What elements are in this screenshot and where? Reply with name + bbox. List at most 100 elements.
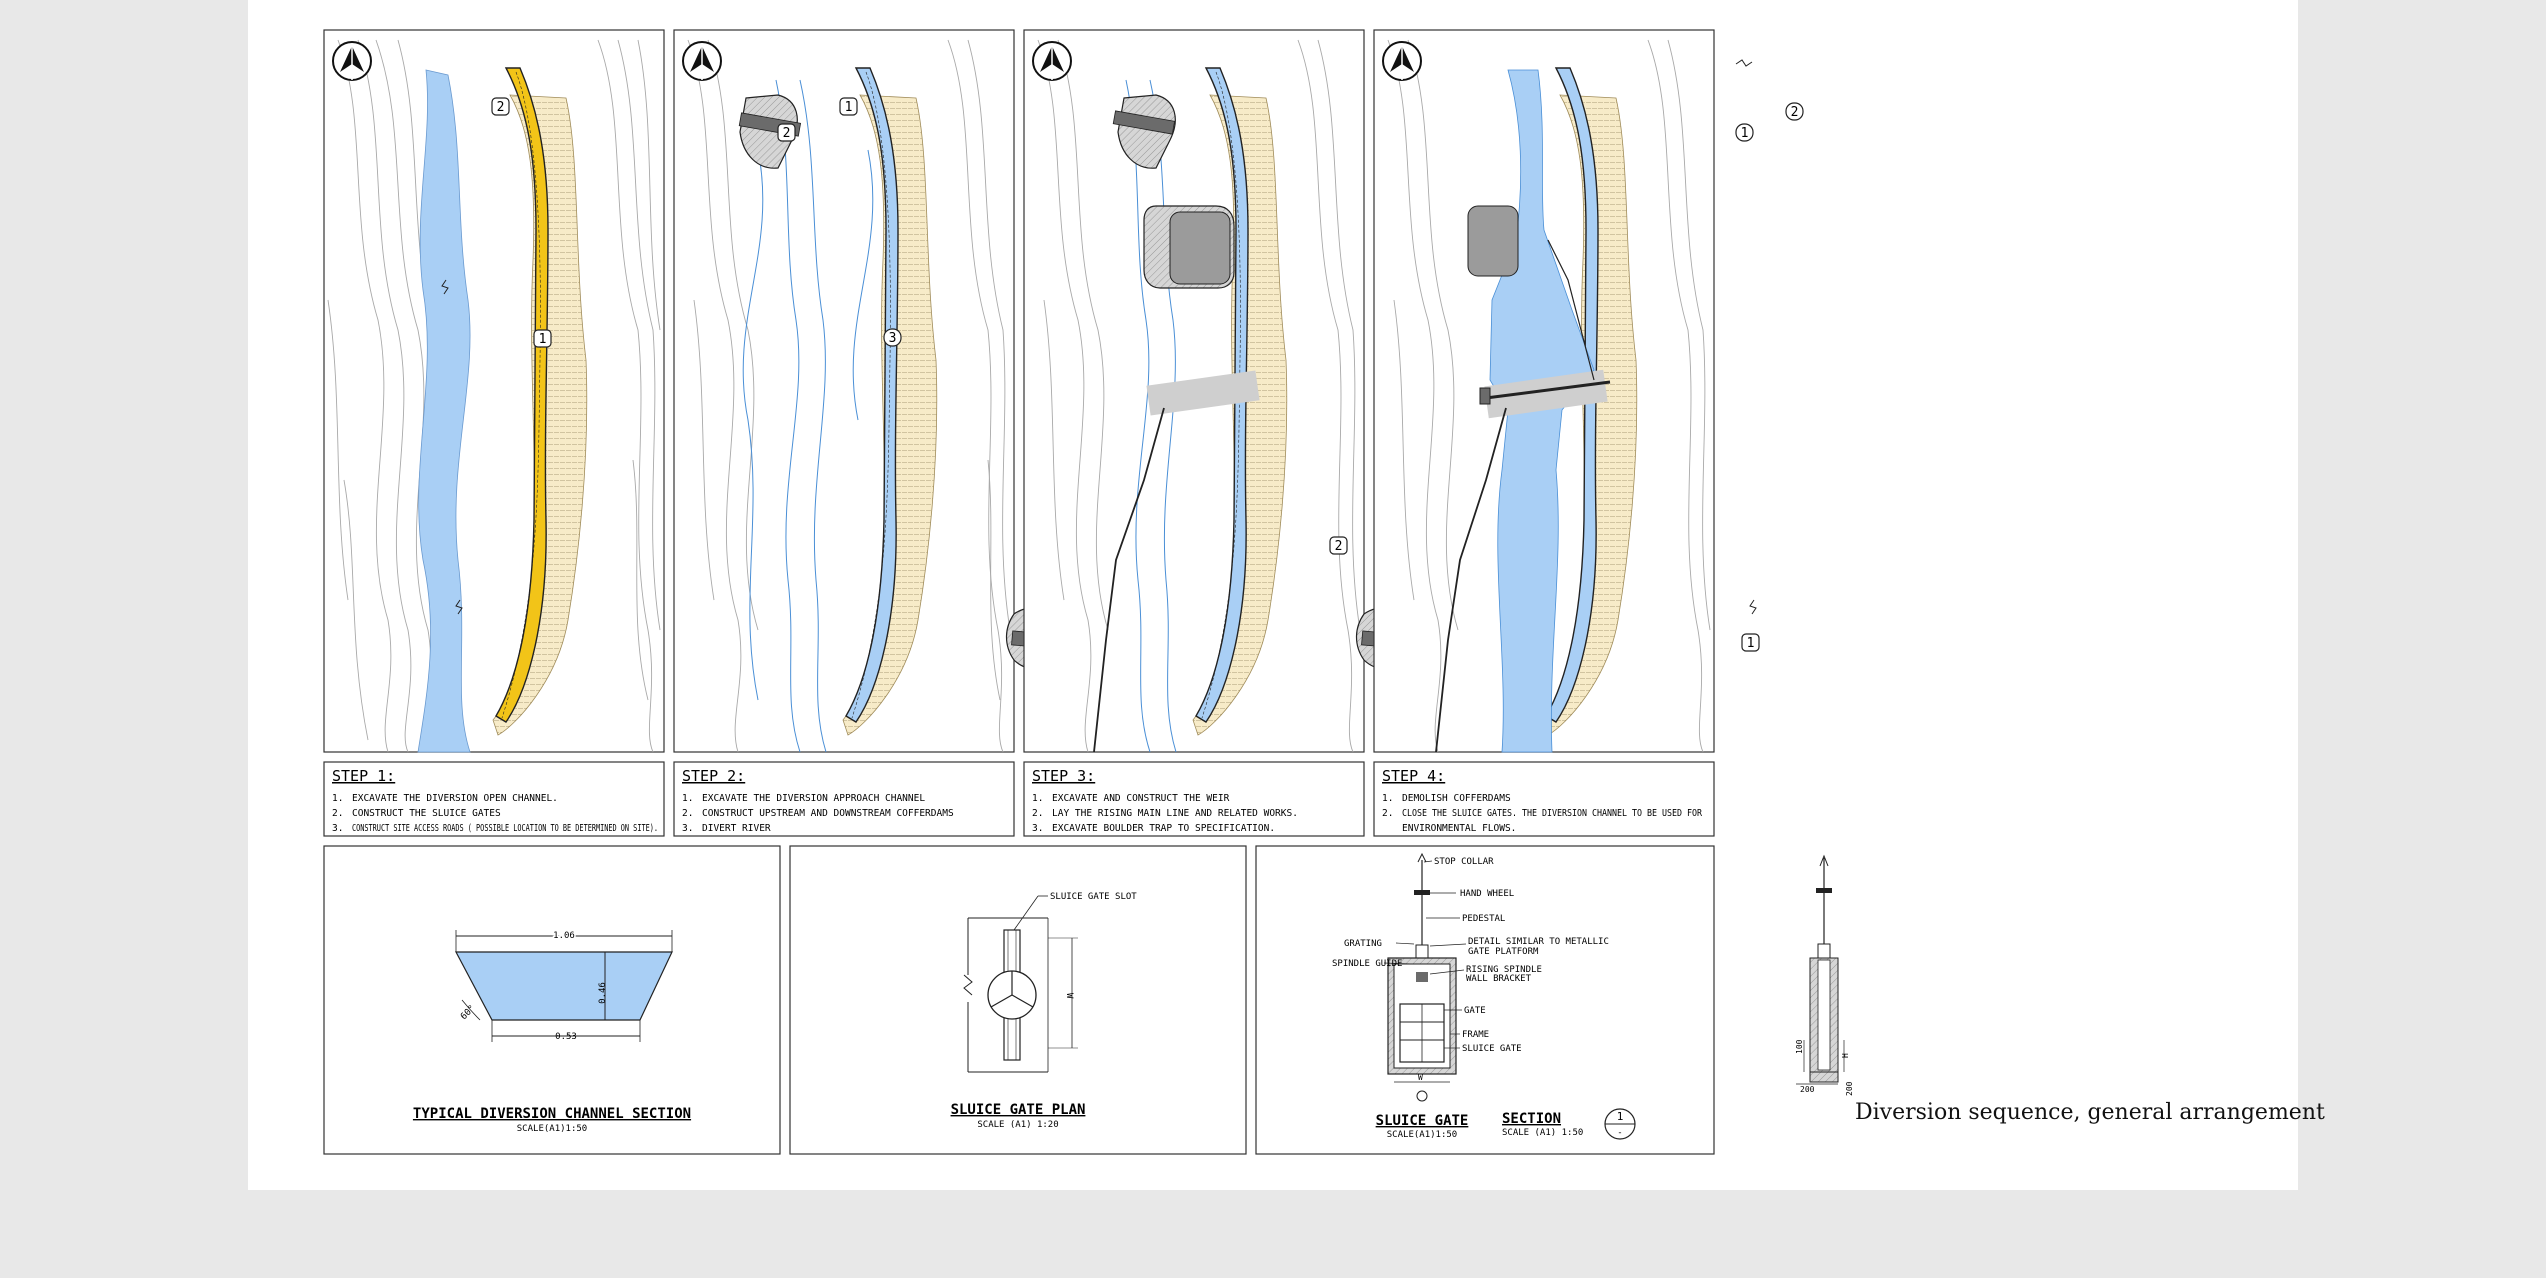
step4-marker-1-upstream: 1 bbox=[1735, 123, 1754, 142]
svg-text:3.: 3. bbox=[682, 823, 693, 834]
svg-text:1: 1 bbox=[539, 332, 547, 347]
svg-text:ENVIRONMENTAL FLOWS.: ENVIRONMENTAL FLOWS. bbox=[1402, 823, 1516, 834]
step3-old-river-outline bbox=[1125, 79, 1177, 753]
step3-weir bbox=[1146, 370, 1260, 416]
label-sluice-gate: SLUICE GATE bbox=[1462, 1044, 1522, 1054]
svg-text:3.: 3. bbox=[332, 823, 343, 834]
gate-section-detail: STOP COLLAR HAND WHEEL PEDESTAL GRATING … bbox=[1255, 845, 1854, 1155]
step4-channel bbox=[1545, 67, 1599, 723]
step1-river bbox=[417, 69, 471, 753]
label-dim-h: H bbox=[1841, 1053, 1850, 1058]
svg-text:1: 1 bbox=[1741, 126, 1749, 141]
label-dim-w: W bbox=[1418, 1073, 1423, 1082]
step2-contours bbox=[687, 39, 1011, 753]
gate-plan-scale: SCALE (A1) 1:20 bbox=[977, 1120, 1058, 1130]
svg-text:1: 1 bbox=[1617, 1110, 1624, 1123]
svg-text:2.: 2. bbox=[332, 808, 343, 819]
north-arrow-icon bbox=[682, 41, 722, 81]
gate-slot-label: SLUICE GATE SLOT bbox=[1050, 892, 1137, 902]
svg-text:EXCAVATE AND CONSTRUCT THE WEI: EXCAVATE AND CONSTRUCT THE WEIR bbox=[1052, 793, 1230, 804]
svg-text:CLOSE THE SLUICE GATES. THE DI: CLOSE THE SLUICE GATES. THE DIVERSION CH… bbox=[1402, 808, 1702, 819]
svg-text:2: 2 bbox=[1335, 539, 1343, 554]
svg-text:CONSTRUCT THE SLUICE GATES: CONSTRUCT THE SLUICE GATES bbox=[352, 808, 501, 819]
label-rising-spindle: RISING SPINDLE bbox=[1466, 965, 1542, 975]
north-arrow-icon bbox=[1032, 41, 1072, 81]
section-scale: SCALE (A1) 1:50 bbox=[1502, 1128, 1583, 1138]
step2-panel: 1 2 3 2 bbox=[673, 29, 1087, 753]
svg-text:1.: 1. bbox=[1382, 793, 1393, 804]
label-detail-platform-2: GATE PLATFORM bbox=[1468, 947, 1539, 957]
step1-marker-2: 2 bbox=[491, 97, 510, 116]
label-dim-200a: 200 bbox=[1800, 1085, 1815, 1094]
gate-title: SLUICE GATE bbox=[1376, 1113, 1469, 1129]
step4-notes: STEP 4: 1. DEMOLISH COFFERDAMS 2. CLOSE TH… bbox=[1373, 761, 1715, 837]
step2-old-river-outline bbox=[742, 79, 874, 753]
svg-text:-: - bbox=[1617, 1128, 1622, 1138]
svg-text:EXCAVATE THE DIVERSION APPROAC: EXCAVATE THE DIVERSION APPROACH CHANNEL bbox=[702, 793, 925, 804]
step1-channel bbox=[495, 67, 549, 723]
drawing-canvas: 2 1 bbox=[323, 29, 1854, 1155]
svg-text:3.: 3. bbox=[1032, 823, 1043, 834]
dim-depth: 0.46 bbox=[598, 982, 608, 1004]
svg-text:2: 2 bbox=[1791, 105, 1799, 120]
gate-plan-title: SLUICE GATE PLAN bbox=[951, 1102, 1086, 1118]
step3-upstream-cofferdam bbox=[1112, 94, 1176, 169]
step4-marker-1-downstream: 1 bbox=[1741, 633, 1760, 652]
channel-section-detail: 1.06 1.06 0.53 0.46 60° TYPICAL DIVERSIO… bbox=[323, 845, 781, 1155]
drawing-sheet: 2 1 bbox=[248, 0, 2298, 1190]
svg-text:1.06: 1.06 bbox=[553, 931, 575, 941]
svg-text:2: 2 bbox=[783, 126, 791, 141]
step3-marker-2: 2 bbox=[1329, 536, 1348, 555]
svg-text:2.: 2. bbox=[682, 808, 693, 819]
label-detail-platform: DETAIL SIMILAR TO METALLIC bbox=[1468, 937, 1609, 947]
step4-weir bbox=[1479, 369, 1611, 419]
step3-panel: 3 1 2 bbox=[1023, 29, 1499, 753]
step1-title: STEP 1: bbox=[332, 767, 395, 785]
label-grating: GRATING bbox=[1344, 939, 1382, 949]
figure-caption: Diversion sequence, general arrangement bbox=[1855, 1100, 2325, 1125]
step2-title: STEP 2: bbox=[682, 767, 745, 785]
svg-text:1.: 1. bbox=[332, 793, 343, 804]
svg-text:1: 1 bbox=[845, 100, 853, 115]
north-arrow-icon bbox=[332, 41, 372, 81]
label-dim-200b: 200 bbox=[1845, 1081, 1854, 1096]
svg-text:DEMOLISH COFFERDAMS: DEMOLISH COFFERDAMS bbox=[1402, 793, 1511, 804]
step3-rising-main bbox=[1093, 407, 1165, 753]
step2-marker-3: 3 bbox=[883, 328, 902, 347]
svg-text:1.: 1. bbox=[1032, 793, 1043, 804]
channel-section-scale: SCALE(A1)1:50 bbox=[517, 1124, 587, 1134]
step1-notes: STEP 1: 1. EXCAVATE THE DIVERSION OPEN CH… bbox=[323, 761, 665, 837]
gate-scale: SCALE(A1)1:50 bbox=[1387, 1130, 1457, 1140]
label-hand-wheel: HAND WHEEL bbox=[1460, 889, 1514, 899]
step1-marker-1: 1 bbox=[533, 329, 552, 348]
svg-text:CONSTRUCT SITE ACCESS ROADS (: CONSTRUCT SITE ACCESS ROADS ( POSSIBLE L… bbox=[352, 823, 658, 834]
step3-contours bbox=[1037, 39, 1361, 753]
svg-text:1.: 1. bbox=[682, 793, 693, 804]
label-stop-collar: STOP COLLAR bbox=[1434, 857, 1494, 867]
section-title: SECTION bbox=[1502, 1111, 1561, 1127]
svg-text:DIVERT RIVER: DIVERT RIVER bbox=[702, 823, 771, 834]
svg-text:LAY THE RISING MAIN LINE AND R: LAY THE RISING MAIN LINE AND RELATED WOR… bbox=[1052, 808, 1298, 819]
svg-text:2.: 2. bbox=[1032, 808, 1043, 819]
step1-panel: 2 1 bbox=[323, 29, 665, 753]
svg-text:2.: 2. bbox=[1382, 808, 1393, 819]
step4-rising-main bbox=[1435, 407, 1507, 753]
channel-section-shape bbox=[455, 951, 673, 1021]
step2-channel bbox=[845, 67, 899, 723]
gate-plan-detail: W SLUICE GATE SLOT SLUICE GATE PLAN SCAL… bbox=[789, 845, 1247, 1155]
step4-panel: 1 2 1 bbox=[1373, 29, 1804, 753]
step3-channel bbox=[1195, 67, 1249, 723]
step4-title: STEP 4: bbox=[1382, 767, 1445, 785]
step2-marker-2-upstream: 2 bbox=[777, 123, 796, 142]
step3-boulder-trap bbox=[1143, 205, 1235, 289]
label-spindle-guide: SPINDLE GUIDE bbox=[1332, 959, 1402, 969]
step3-notes: STEP 3: 1.EXCAVATE AND CONSTRUCT THE WEI… bbox=[1023, 761, 1365, 837]
label-wall-bracket: WALL BRACKET bbox=[1466, 974, 1532, 984]
svg-text:CONSTRUCT UPSTREAM AND DOWNSTR: CONSTRUCT UPSTREAM AND DOWNSTREAM COFFER… bbox=[702, 808, 954, 819]
north-arrow-icon bbox=[1382, 41, 1422, 81]
step4-marker-2: 2 bbox=[1785, 102, 1804, 121]
dim-bottom: 0.53 bbox=[555, 1032, 577, 1042]
svg-text:EXCAVATE THE DIVERSION OPEN CH: EXCAVATE THE DIVERSION OPEN CHANNEL. bbox=[352, 793, 558, 804]
step2-marker-1: 1 bbox=[839, 97, 858, 116]
step2-notes: STEP 2: 1. EXCAVATE THE DIVERSION APPROAC… bbox=[673, 761, 1015, 837]
